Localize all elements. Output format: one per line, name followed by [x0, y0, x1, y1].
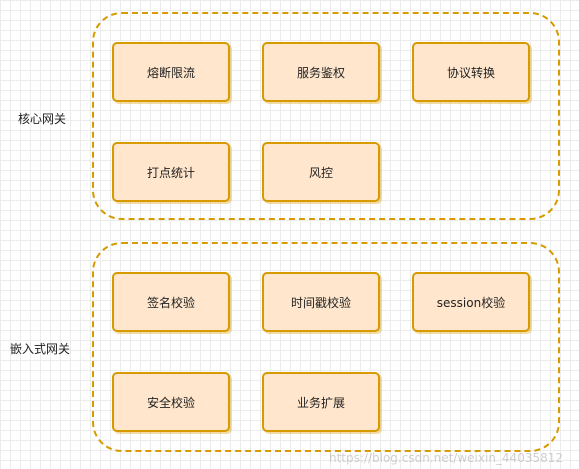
box-label: 协议转换 [446, 65, 495, 80]
watermark: https://blog.csdn.net/weixin_44035812 [328, 451, 563, 465]
box-risk-control: 风控 [262, 142, 380, 202]
core-gateway-group [92, 12, 560, 220]
box-label: 打点统计 [146, 165, 195, 180]
box-label: 熔断限流 [146, 65, 195, 80]
box-label: 签名校验 [146, 295, 195, 310]
box-label: 安全校验 [146, 395, 195, 410]
box-circuit-breaker: 熔断限流 [112, 42, 230, 102]
box-label: 风控 [308, 165, 333, 180]
box-service-auth: 服务鉴权 [262, 42, 380, 102]
box-label: 服务鉴权 [296, 65, 345, 80]
box-protocol-conversion: 协议转换 [412, 42, 530, 102]
box-business-extension: 业务扩展 [262, 372, 380, 432]
box-security-check: 安全校验 [112, 372, 230, 432]
box-session-check: session校验 [412, 272, 530, 332]
embedded-gateway-label: 嵌入式网关 [10, 342, 71, 356]
box-signature-check: 签名校验 [112, 272, 230, 332]
embedded-gateway-group [92, 242, 560, 452]
box-label: 时间戳校验 [290, 295, 351, 310]
box-metrics: 打点统计 [112, 142, 230, 202]
box-timestamp-check: 时间戳校验 [262, 272, 380, 332]
box-label: 业务扩展 [296, 395, 345, 410]
box-label: session校验 [436, 295, 506, 310]
core-gateway-label: 核心网关 [18, 112, 67, 126]
